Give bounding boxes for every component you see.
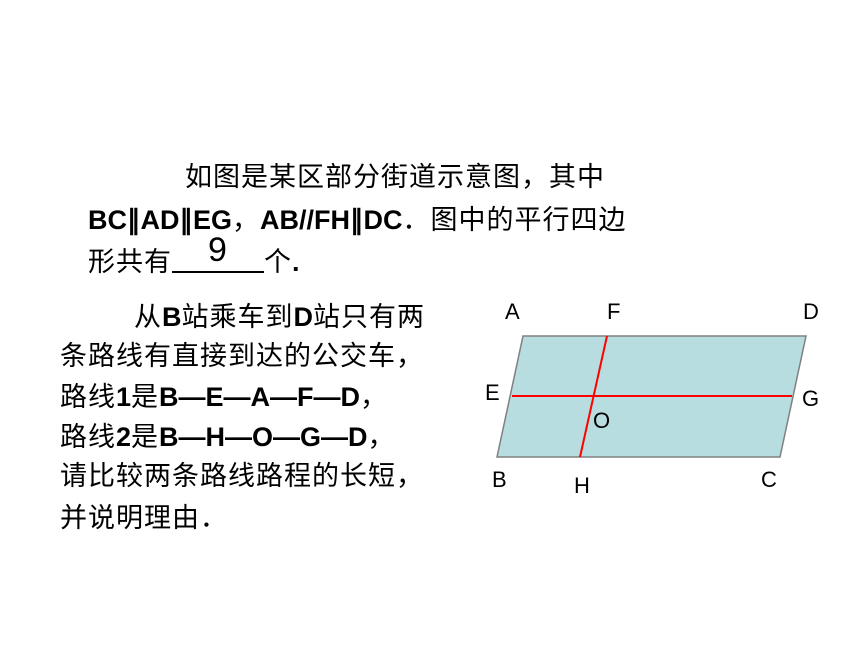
label-h: H — [574, 473, 590, 498]
label-b: B — [492, 467, 507, 492]
parallel-statement-1: BC∥AD∥EG — [88, 205, 233, 235]
problem2-line5: 请比较两条路线路程的长短， — [60, 461, 424, 492]
route-1: B—E—A—F—D — [159, 382, 361, 412]
label-a: A — [505, 299, 520, 324]
label-f: F — [607, 299, 620, 324]
problem2-line2: 条路线有直接到达的公交车， — [60, 341, 424, 372]
problem2-line1: 从B站乘车到D站只有两 — [134, 302, 425, 333]
problem2-line3: 路线1是B—E—A—F—D， — [60, 382, 389, 413]
label-o: O — [593, 408, 610, 433]
answer-blank: 9 — [172, 233, 264, 273]
problem1-line1: 如图是某区部分街道示意图，其中 — [185, 162, 605, 193]
label-d: D — [803, 299, 819, 324]
route-2: B—H—O—G—D — [159, 422, 368, 452]
label-g: G — [802, 386, 819, 411]
problem2-line4: 路线2是B—H—O—G—D， — [60, 422, 396, 453]
problem1-line2: BC∥AD∥EG，AB//FH∥DC．图中的平行四边 — [88, 205, 627, 236]
street-fh — [579, 335, 608, 458]
answer-value: 9 — [208, 231, 228, 269]
problem2-line6: 并说明理由． — [60, 503, 228, 534]
parallel-statement-2: AB//FH∥DC — [260, 205, 403, 235]
label-e: E — [485, 380, 500, 405]
label-c: C — [761, 467, 777, 492]
parallelogram-abcd — [496, 335, 807, 458]
